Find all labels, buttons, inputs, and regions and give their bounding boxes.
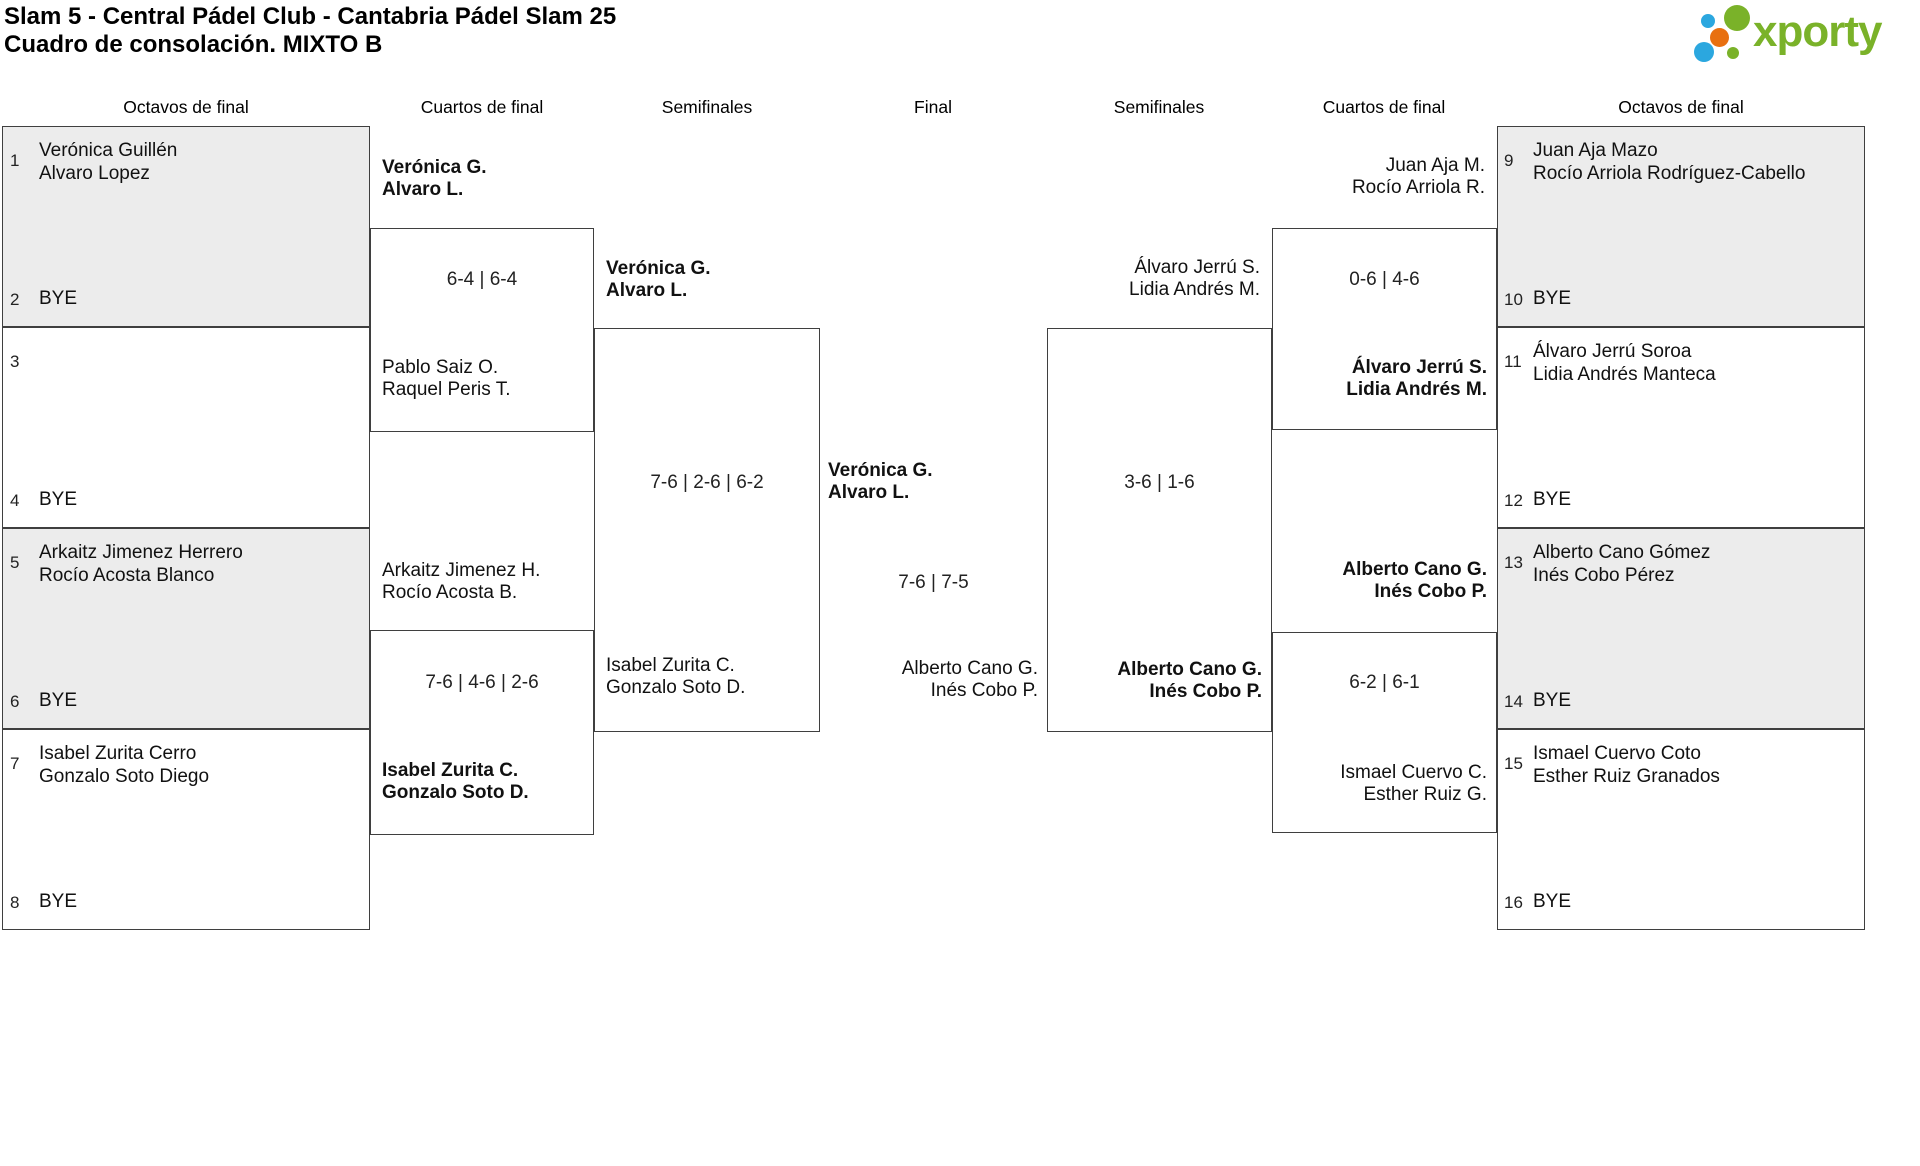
seed-slot-3: 3 xyxy=(10,340,30,373)
round-header-r16-left: Octavos de final xyxy=(123,97,249,117)
r16-box-left-2 xyxy=(2,327,370,528)
final-team2: Alberto Cano G.Inés Cobo P. xyxy=(901,658,1038,701)
qf-right-2-team1: Alberto Cano G.Inés Cobo P. xyxy=(1342,559,1487,602)
qf-left-2-score: 7-6 | 4-6 | 2-6 xyxy=(425,672,539,693)
round-header-sf-left: Semifinales xyxy=(661,97,753,117)
seed-number: 12 xyxy=(1504,491,1523,510)
seed-number: 14 xyxy=(1504,692,1523,711)
bye-label: BYE xyxy=(1533,690,1572,711)
logo-wordmark: xporty xyxy=(1753,7,1882,56)
seed-slot-2: 2 BYE xyxy=(10,287,77,311)
seed-number: 7 xyxy=(10,754,20,773)
seed-slot-10: 10 BYE xyxy=(1504,287,1571,311)
round-header-r16-right: Octavos de final xyxy=(1618,97,1744,117)
seed-number: 16 xyxy=(1504,893,1523,912)
qf-right-2-team2: Ismael Cuervo C.Esther Ruiz G. xyxy=(1340,762,1487,805)
r16-box-left-4 xyxy=(2,729,370,930)
sf-left-team1: Verónica G.Alvaro L. xyxy=(606,258,711,301)
match-box-qf-left-1 xyxy=(370,228,594,432)
qf-left-2-team2: Isabel Zurita C.Gonzalo Soto D. xyxy=(382,760,529,803)
logo-dot-big-blue xyxy=(1694,42,1714,62)
seed-number: 15 xyxy=(1504,754,1523,773)
qf-right-1-score: 0-6 | 4-6 xyxy=(1349,269,1420,290)
qf-right-2-score: 6-2 | 6-1 xyxy=(1349,672,1420,693)
logo-dot-small-blue xyxy=(1701,14,1715,28)
bye-label: BYE xyxy=(1533,288,1572,309)
match-box-qf-right-2 xyxy=(1272,632,1497,833)
r16-box-right-2 xyxy=(1497,327,1865,528)
round-header-qf-right: Cuartos de final xyxy=(1322,97,1446,117)
sf-right-score: 3-6 | 1-6 xyxy=(1124,472,1195,493)
logo-dot-small-green xyxy=(1727,47,1739,59)
seed-number: 10 xyxy=(1504,290,1523,309)
seed-slot-8: 8 BYE xyxy=(10,890,77,914)
bye-label: BYE xyxy=(39,690,78,711)
round-header-sf-right: Semifinales xyxy=(1113,97,1205,117)
seed-slot-14: 14 BYE xyxy=(1504,689,1571,713)
bye-label: BYE xyxy=(1533,891,1572,912)
bye-label: BYE xyxy=(39,891,78,912)
sf-left-score: 7-6 | 2-6 | 6-2 xyxy=(650,472,764,493)
final-team1: Verónica G.Alvaro L. xyxy=(828,460,933,503)
sf-right-team2: Alberto Cano G.Inés Cobo P. xyxy=(1117,659,1262,702)
match-box-sf-left xyxy=(594,328,820,732)
r16-box-left-1 xyxy=(2,126,370,327)
logo-dot-orange xyxy=(1710,28,1729,47)
qf-right-1-team1: Juan Aja M.Rocío Arriola R. xyxy=(1351,155,1485,198)
qf-left-1-team1: Verónica G.Alvaro L. xyxy=(382,157,487,200)
page-title: Slam 5 - Central Pádel Club - Cantabria … xyxy=(4,3,616,59)
logo-dot-big-green xyxy=(1724,5,1750,31)
seed-number: 2 xyxy=(10,290,20,309)
seed-slot-6: 6 BYE xyxy=(10,689,77,713)
qf-left-1-team2: Pablo Saiz O.Raquel Peris T. xyxy=(382,357,511,400)
seed-slot-4: 4 BYE xyxy=(10,488,77,512)
seed-slot-16: 16 BYE xyxy=(1504,890,1571,914)
bye-label: BYE xyxy=(39,288,78,309)
r16-box-left-3 xyxy=(2,528,370,729)
qf-left-2-team1: Arkaitz Jimenez H.Rocío Acosta B. xyxy=(382,560,541,603)
r16-box-right-3 xyxy=(1497,528,1865,729)
bye-label: BYE xyxy=(1533,489,1572,510)
bye-label: BYE xyxy=(39,489,78,510)
match-box-sf-right xyxy=(1047,328,1272,732)
sf-left-team2: Isabel Zurita C.Gonzalo Soto D. xyxy=(606,655,746,698)
match-box-qf-left-2 xyxy=(370,630,594,835)
seed-slot-12: 12 BYE xyxy=(1504,488,1571,512)
sf-right-team1: Álvaro Jerrú S.Lidia Andrés M. xyxy=(1129,257,1260,300)
seed-number: 13 xyxy=(1504,553,1523,572)
seed-number: 3 xyxy=(10,352,20,371)
round-header-qf-left: Cuartos de final xyxy=(420,97,544,117)
r16-box-right-1 xyxy=(1497,126,1865,327)
seed-number: 11 xyxy=(1504,352,1522,371)
seed-number: 8 xyxy=(10,893,20,912)
tournament-title: Slam 5 - Central Pádel Club - Cantabria … xyxy=(4,3,617,30)
match-box-qf-right-1 xyxy=(1272,228,1497,430)
r16-box-right-4 xyxy=(1497,729,1865,930)
bracket-subtitle: Cuadro de consolación. MIXTO B xyxy=(4,31,383,58)
round-header-final: Final xyxy=(914,97,952,117)
final-score: 7-6 | 7-5 xyxy=(898,572,969,593)
qf-right-1-team2: Álvaro Jerrú S.Lidia Andrés M. xyxy=(1346,357,1487,400)
seed-number: 6 xyxy=(10,692,20,711)
seed-number: 4 xyxy=(10,491,20,510)
qf-left-1-score: 6-4 | 6-4 xyxy=(446,269,518,290)
seed-number: 9 xyxy=(1504,151,1514,170)
seed-number: 5 xyxy=(10,553,20,572)
seed-number: 1 xyxy=(10,151,20,170)
